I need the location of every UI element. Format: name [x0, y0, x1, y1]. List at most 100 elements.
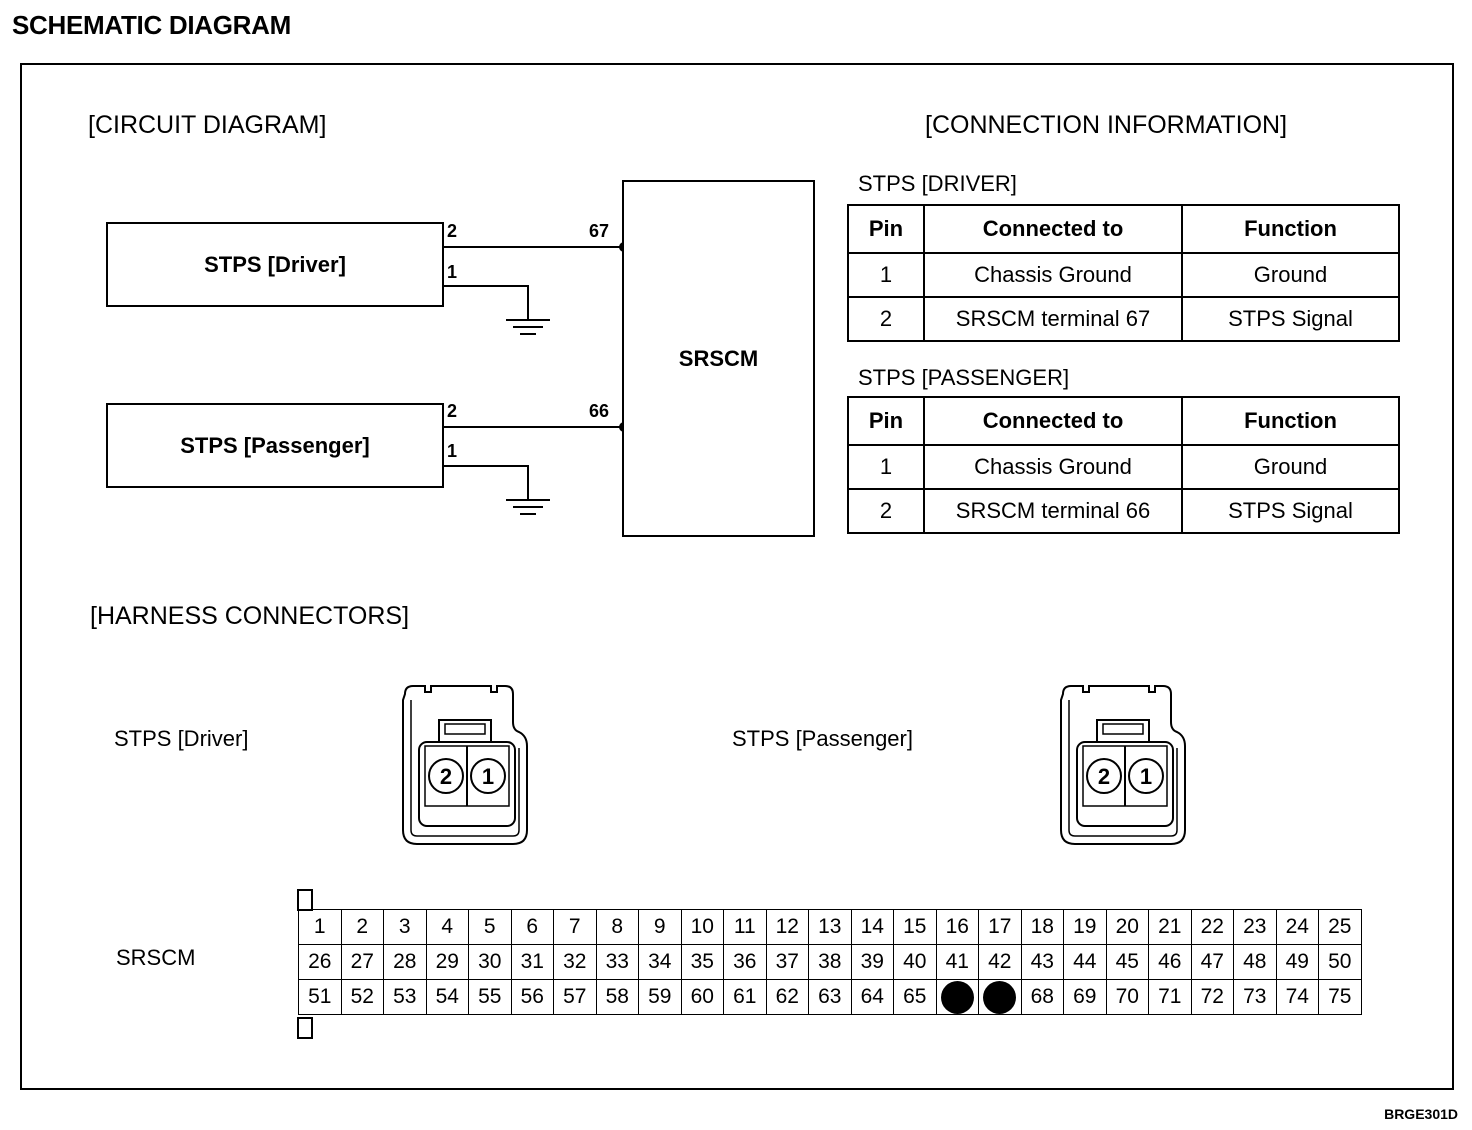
cell-pin: 1 [847, 444, 925, 490]
ecu-pin-cell: 49 [1275, 944, 1319, 980]
cell-function: STPS Signal [1181, 296, 1400, 342]
driver-connector-pin-2: 2 [440, 764, 452, 789]
ground-symbol-icon [506, 319, 550, 335]
ecu-pin-cell: 4 [425, 909, 469, 945]
passenger-table-title: STPS [PASSENGER] [858, 365, 1070, 390]
ecu-pin-cell: 71 [1148, 979, 1192, 1015]
ecu-pin-cell: 58 [595, 979, 639, 1015]
driver-table-title: STPS [DRIVER] [858, 171, 1017, 196]
harness-driver-label: STPS [Driver] [114, 726, 249, 751]
srscm-terminal-66-label: 66 [589, 401, 610, 421]
ecu-pin-cell: 48 [1233, 944, 1277, 980]
header-connected-to: Connected to [923, 396, 1183, 446]
ecu-pin-cell: 55 [468, 979, 512, 1015]
driver-sensor-box: STPS [Driver] [106, 222, 444, 307]
ecu-pin-cell: 51 [298, 979, 342, 1015]
ecu-pin-cell: 38 [808, 944, 852, 980]
circuit-diagram-title: [CIRCUIT DIAGRAM] [88, 111, 327, 139]
ecu-pin-cell: 10 [680, 909, 724, 945]
ecu-pin-cell: 52 [340, 979, 384, 1015]
ecu-pin-cell: 35 [680, 944, 724, 980]
table-header-row: Pin Connected to Function [847, 396, 1400, 446]
header-function: Function [1181, 204, 1400, 254]
ecu-pin-cell: 14 [850, 909, 894, 945]
ground-symbol-icon [506, 499, 550, 515]
passenger-ground-wire [443, 465, 529, 500]
ecu-pin-cell: 50 [1318, 944, 1362, 980]
cell-connected-to: SRSCM terminal 67 [923, 296, 1183, 342]
ecu-pin-cell: 63 [808, 979, 852, 1015]
ecu-pin-cell: 61 [723, 979, 767, 1015]
ecu-pin-cell: 17 [978, 909, 1022, 945]
srscm-module-box: SRSCM [622, 180, 815, 537]
driver-connector-face: 2 1 [402, 685, 528, 845]
ecu-pin-cell: 23 [1233, 909, 1277, 945]
ecu-pin-cell: 6 [510, 909, 554, 945]
ecu-pin-cell: 26 [298, 944, 342, 980]
table-row: 1 Chassis Ground Ground [847, 252, 1400, 298]
driver-pin-1-label: 1 [447, 262, 458, 282]
ecu-pin-cell: 8 [595, 909, 639, 945]
ecu-pin-used-marker [978, 979, 1022, 1015]
filled-circle-icon [940, 980, 974, 1014]
ecu-pin-cell: 25 [1318, 909, 1362, 945]
ecu-pin-cell: 19 [1063, 909, 1107, 945]
ecu-pin-cell: 24 [1275, 909, 1319, 945]
passenger-pin-2-label: 2 [447, 401, 458, 421]
table-header-row: Pin Connected to Function [847, 204, 1400, 254]
ecu-pin-cell: 39 [850, 944, 894, 980]
ecu-pin-cell: 46 [1148, 944, 1192, 980]
ecu-pin-cell: 27 [340, 944, 384, 980]
passenger-pin-1-label: 1 [447, 441, 458, 461]
ecu-pin-cell: 16 [935, 909, 979, 945]
ecu-pin-cell: 31 [510, 944, 554, 980]
ecu-pin-cell: 75 [1318, 979, 1362, 1015]
ecu-pin-cell: 40 [893, 944, 937, 980]
passenger-connector-pin-1: 1 [1140, 764, 1152, 789]
ecu-pin-cell: 65 [893, 979, 937, 1015]
header-connected-to: Connected to [923, 204, 1183, 254]
ecu-pin-cell: 54 [425, 979, 469, 1015]
cell-connected-to: Chassis Ground [923, 252, 1183, 298]
ecu-pin-cell: 70 [1105, 979, 1149, 1015]
passenger-connector-pin-2: 2 [1098, 764, 1110, 789]
ecu-pin-cell: 28 [383, 944, 427, 980]
connection-info-title: [CONNECTION INFORMATION] [925, 111, 1288, 139]
ecu-pin-cell: 44 [1063, 944, 1107, 980]
ecu-pin-cell: 36 [723, 944, 767, 980]
table-row: 2 SRSCM terminal 66 STPS Signal [847, 488, 1400, 534]
ecu-pin-cell: 2 [340, 909, 384, 945]
ecu-pin-cell: 12 [765, 909, 809, 945]
ecu-pin-cell: 69 [1063, 979, 1107, 1015]
ecu-pin-cell: 1 [298, 909, 342, 945]
ecu-pin-cell: 37 [765, 944, 809, 980]
ecu-pin-cell: 59 [638, 979, 682, 1015]
cell-function: Ground [1181, 252, 1400, 298]
ecu-pin-cell: 74 [1275, 979, 1319, 1015]
filled-circle-icon [983, 980, 1017, 1014]
harness-passenger-label: STPS [Passenger] [732, 726, 913, 751]
ecu-pin-cell: 11 [723, 909, 767, 945]
srscm-module-label: SRSCM [678, 345, 759, 371]
table-row: 2 SRSCM terminal 67 STPS Signal [847, 296, 1400, 342]
ecu-pin-cell: 20 [1105, 909, 1149, 945]
ecu-pin-cell: 15 [893, 909, 937, 945]
ecu-pin-cell: 3 [383, 909, 427, 945]
passenger-connector-face: 2 1 [1060, 685, 1186, 845]
passenger-sensor-label: STPS [Passenger] [180, 432, 370, 458]
ecu-pin-cell: 41 [935, 944, 979, 980]
driver-ground-wire [443, 285, 529, 320]
ecu-pin-cell: 34 [638, 944, 682, 980]
ecu-pin-cell: 64 [850, 979, 894, 1015]
cell-connected-to: SRSCM terminal 66 [923, 488, 1183, 534]
header-pin: Pin [847, 204, 925, 254]
header-function: Function [1181, 396, 1400, 446]
ecu-pin-cell: 32 [553, 944, 597, 980]
cell-connected-to: Chassis Ground [923, 444, 1183, 490]
harness-srscm-label: SRSCM [116, 945, 196, 970]
ecu-pin-cell: 45 [1105, 944, 1149, 980]
ecu-pin-cell: 62 [765, 979, 809, 1015]
